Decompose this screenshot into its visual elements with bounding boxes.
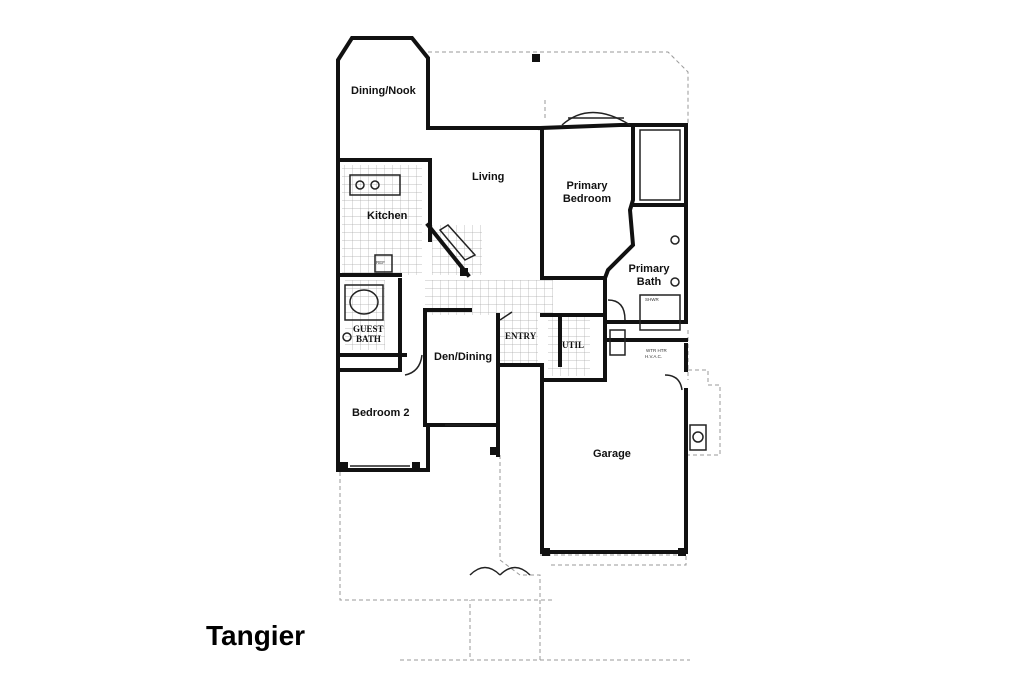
- plan-title: Tangier: [206, 620, 306, 651]
- room-label-primary-bedroom-line1: Primary: [567, 180, 609, 192]
- svg-text:SHWR: SHWR: [645, 297, 659, 302]
- posts: [340, 54, 686, 556]
- svg-text:REF: REF: [376, 260, 385, 265]
- fixtures: [342, 111, 707, 576]
- room-label-kitchen: Kitchen: [367, 210, 408, 222]
- exterior-outlines: [339, 51, 721, 661]
- tile-floors: [342, 165, 590, 376]
- room-label-dining-nook: Dining/Nook: [351, 85, 417, 97]
- room-label-living: Living: [472, 171, 504, 183]
- room-label-guest-bath-line1: GUEST: [353, 324, 384, 334]
- room-label-bedroom-2: Bedroom 2: [352, 407, 409, 419]
- room-label-primary-bedroom-line2: Bedroom: [563, 193, 612, 205]
- room-label-util: UTIL: [562, 340, 584, 350]
- fixture-annotations: REF SHWR WTR HTR H.V.A.C.: [376, 260, 667, 359]
- room-label-guest-bath-line2: BATH: [356, 334, 381, 344]
- interior-walls: [336, 126, 688, 427]
- room-label-entry: ENTRY: [505, 331, 537, 341]
- exterior-walls: [336, 36, 688, 554]
- svg-text:WTR HTR: WTR HTR: [646, 348, 667, 353]
- room-label-primary-bath-line1: Primary: [629, 263, 671, 275]
- room-label-primary-bath-line2: Bath: [637, 276, 662, 288]
- svg-text:H.V.A.C.: H.V.A.C.: [645, 354, 662, 359]
- room-label-garage: Garage: [593, 448, 631, 460]
- room-label-den-dining: Den/Dining: [434, 351, 492, 363]
